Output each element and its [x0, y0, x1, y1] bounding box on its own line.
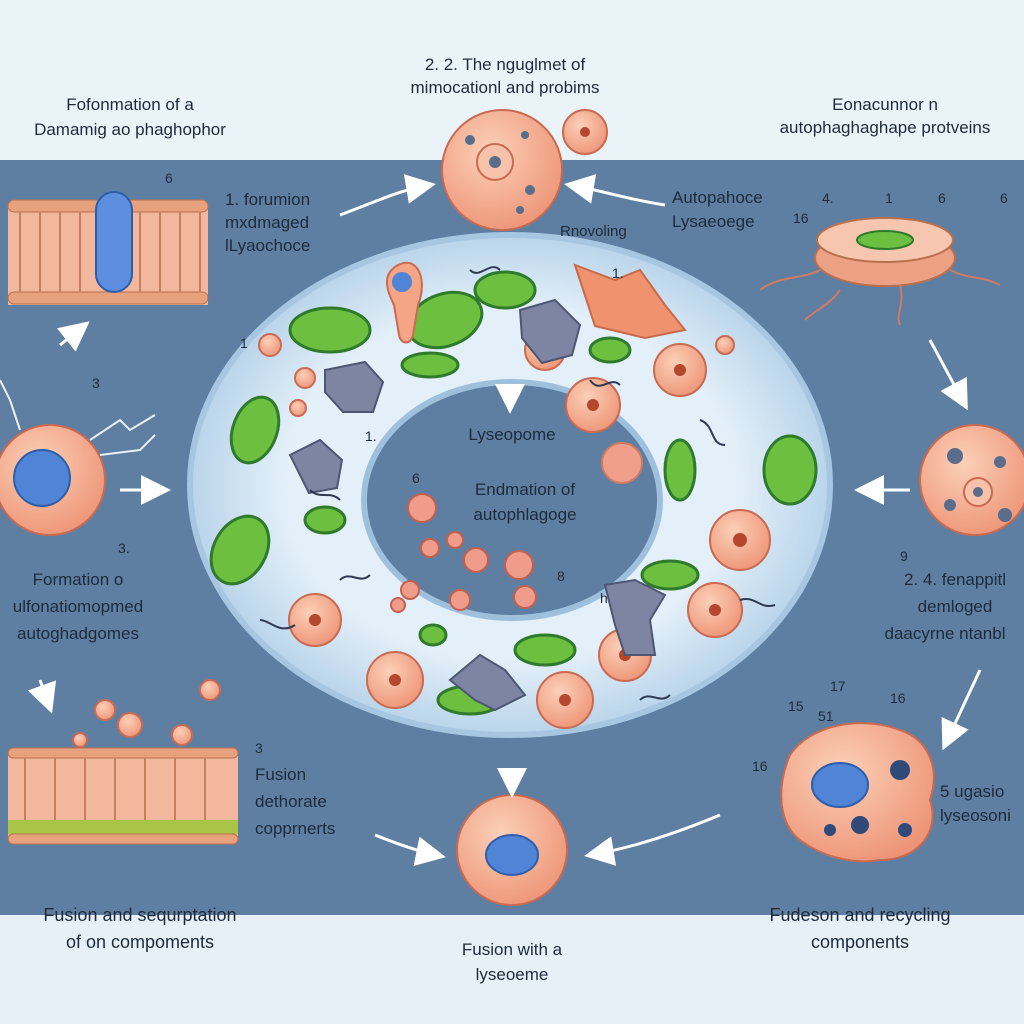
bottom-right-cell — [780, 722, 935, 863]
label-bottom-center-2: lyseoeme — [475, 965, 549, 984]
protein-aggregates — [288, 298, 667, 712]
number-label: 15 — [788, 698, 804, 714]
label-top-center-1: 2. 2. The nguglmet of — [424, 55, 586, 74]
number-label: 16 — [890, 690, 906, 706]
number-label: 3 — [255, 740, 263, 756]
label-step1-2: mxdmaged — [225, 213, 310, 232]
label-left-mid-1: Formation o — [32, 570, 124, 589]
number-label: 51 — [818, 708, 834, 724]
label-autoph-1: Autopahoce — [672, 188, 763, 207]
label-center-1: Endmation of — [474, 480, 576, 499]
mitochondria-group — [209, 270, 818, 716]
label-right-low-1: 5 ugasio — [940, 782, 1005, 801]
label-bottom-left-2: of on compoments — [65, 932, 215, 952]
label-renovling: Rnovoling — [560, 223, 627, 240]
number-label: 4. — [822, 190, 834, 206]
arrows — [27, 174, 982, 866]
label-right-low-2: lyseosoni — [940, 806, 1011, 825]
squiggles — [259, 266, 776, 701]
number-label: 3. — [118, 540, 130, 556]
label-center-2: autophlagoge — [473, 505, 577, 524]
number-label: 1. — [612, 265, 624, 281]
label-autoph-2: Lysaeoege — [672, 212, 755, 231]
label-right-mid-2: demloged — [917, 597, 993, 616]
number-label: 16 — [793, 210, 809, 226]
number-label: 1 — [885, 190, 893, 206]
number-label: h — [600, 590, 608, 606]
number-label: 6 — [165, 170, 173, 186]
number-label: 16 — [752, 758, 768, 774]
bottom-background — [0, 915, 1024, 1024]
label-right-mid-3: daacyrne ntanbl — [884, 624, 1006, 643]
label-lysosome-center: Lyseopome — [468, 425, 556, 444]
label-top-left-1: Fofonmation of a — [66, 95, 194, 114]
label-right-mid-1: 2. 4. fenappitl — [903, 570, 1007, 589]
number-label: 8 — [557, 568, 565, 584]
right-cell — [919, 424, 1024, 536]
label-fusion-1: Fusion — [255, 765, 307, 784]
center-vesicles — [390, 493, 537, 613]
label-step1-1: 1. forumion — [225, 190, 311, 209]
left-cell — [0, 379, 156, 536]
label-step1-3: lLyaochoce — [225, 236, 311, 255]
number-label: 1 — [240, 335, 248, 351]
lysosome-sphere — [601, 442, 643, 484]
label-left-mid-2: ulfonatiomopmed — [12, 597, 144, 616]
label-top-right-1: Eonacunnor n — [832, 95, 938, 114]
number-label: 9 — [900, 548, 908, 564]
number-label: 6 — [1000, 190, 1008, 206]
number-label: 6 — [412, 470, 420, 486]
top-right-disc — [759, 217, 1001, 326]
label-top-left-2: Damamig ao phaghophor — [34, 120, 226, 139]
bottom-center-cell — [456, 794, 568, 906]
label-top-center-2: mimocationl and probims — [410, 78, 600, 97]
number-label: 6 — [938, 190, 946, 206]
label-bottom-right-1: Fudeson and recycling — [769, 905, 951, 925]
bottom-left-membrane — [7, 679, 239, 845]
label-fusion-3: copprnerts — [255, 819, 336, 838]
label-bottom-left-1: Fusion and sequrptation — [43, 905, 237, 925]
top-left-membrane — [7, 191, 209, 305]
label-fusion-2: dethorate — [255, 792, 327, 811]
number-label: 17 — [830, 678, 846, 694]
label-bottom-center-1: Fusion with a — [461, 940, 563, 959]
damaged-organelle — [573, 263, 687, 340]
number-label: 1. — [365, 428, 377, 444]
top-center-cell — [441, 109, 608, 231]
label-bottom-right-2: components — [810, 932, 910, 952]
number-label: 3 — [92, 375, 100, 391]
label-top-right-2: autophaghaghape protveins — [779, 118, 991, 137]
label-left-mid-3: autoghadgomes — [17, 624, 139, 643]
